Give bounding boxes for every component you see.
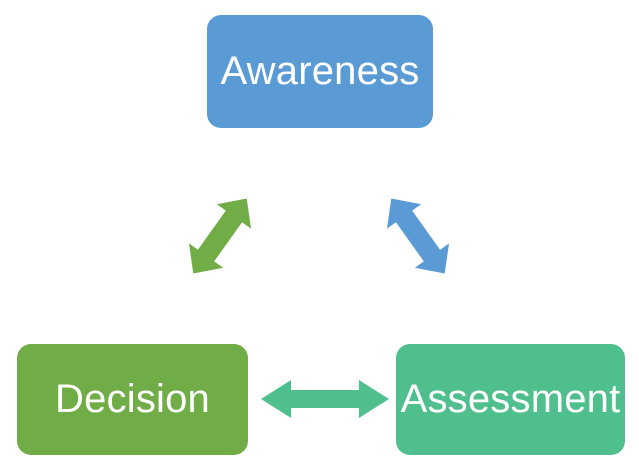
connector-awareness-assessment[interactable] xyxy=(368,170,468,302)
node-decision[interactable]: Decision xyxy=(17,344,248,455)
node-awareness[interactable]: Awareness xyxy=(207,15,433,128)
double-arrow-horizontal-icon xyxy=(261,380,389,418)
connector-decision-assessment[interactable] xyxy=(255,372,395,426)
double-arrow-diagonal-up-icon xyxy=(188,198,252,274)
node-awareness-label: Awareness xyxy=(220,48,420,93)
arrow-shape xyxy=(386,198,450,274)
connector-decision-awareness[interactable] xyxy=(170,170,270,302)
arrow-shape xyxy=(261,380,389,418)
arrow-shape xyxy=(188,198,252,274)
node-decision-label: Decision xyxy=(55,376,210,421)
node-assessment-label: Assessment xyxy=(400,376,621,421)
double-arrow-diagonal-down-icon xyxy=(386,198,450,274)
node-assessment[interactable]: Assessment xyxy=(396,344,625,455)
